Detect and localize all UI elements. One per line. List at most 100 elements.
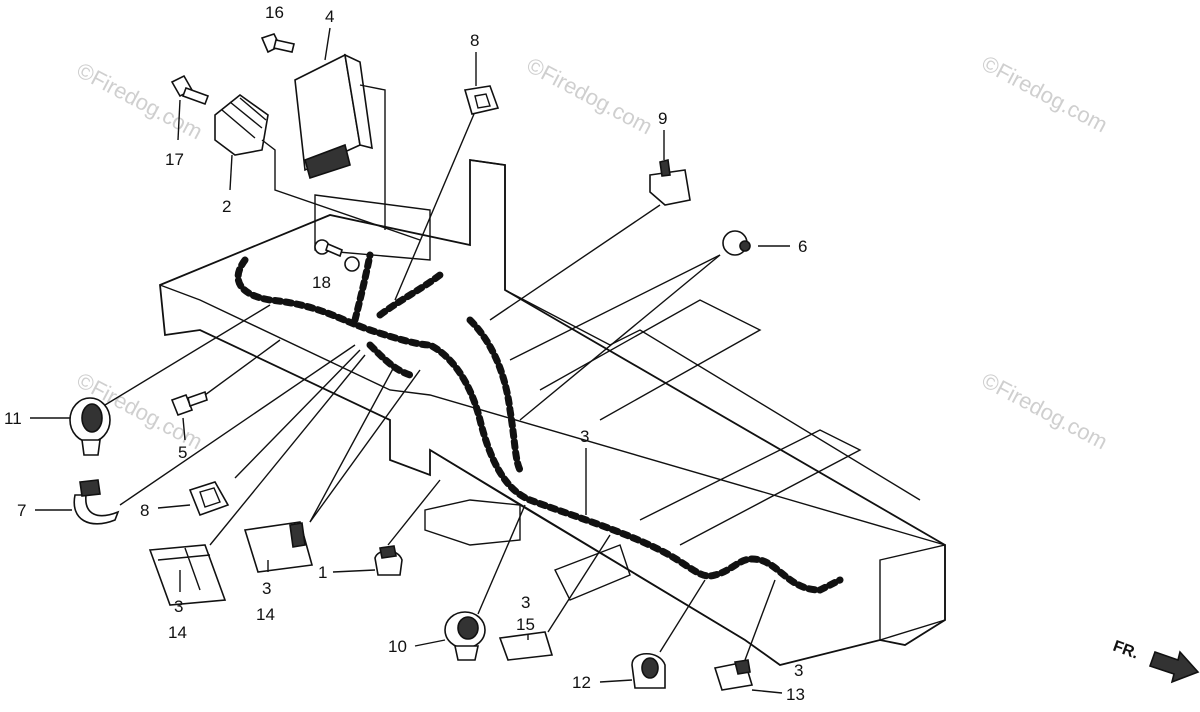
callout-11: 11 [4, 409, 22, 428]
leader-5 [182, 417, 186, 441]
callout-3: 3 [521, 593, 530, 612]
callout-1: 1 [318, 563, 327, 582]
leader-6-b [519, 254, 721, 421]
leader-13 [751, 689, 783, 694]
ring-terminal [344, 256, 360, 272]
callout-5: 5 [178, 443, 187, 462]
bolt-shaft [181, 86, 210, 106]
leader-9-to-harness [489, 204, 661, 321]
holder-clip [289, 522, 306, 548]
callout-12: 12 [572, 673, 591, 692]
frame-cross-member-2 [639, 429, 862, 546]
leader-17 [177, 99, 181, 141]
part-15-holder [498, 534, 611, 661]
part-13-holder [713, 579, 783, 694]
callout-4: 4 [325, 7, 334, 26]
leader-4-mount [359, 84, 386, 230]
bolt-shaft [273, 39, 295, 53]
leader-1 [332, 569, 376, 573]
leader-8b [157, 504, 191, 509]
clip-body [649, 169, 691, 206]
leader-2-mount [261, 139, 421, 241]
frame-rail-inner [504, 289, 921, 501]
fin-lines [221, 97, 267, 139]
connector-body [463, 85, 500, 115]
leader-14a-to-harness [209, 354, 366, 546]
part-6-nut [509, 230, 790, 421]
clamp-band [73, 494, 120, 525]
callout-15: 15 [516, 615, 535, 634]
holder-body [498, 631, 554, 661]
harness-branch-down [366, 341, 414, 379]
part-8-connector-top [394, 52, 500, 301]
part-14-holder-left [148, 354, 366, 606]
callout-8: 8 [470, 31, 479, 50]
callout-3: 3 [580, 427, 589, 446]
leader-2 [229, 154, 233, 191]
part-11-grommet [30, 304, 271, 456]
callout-14: 14 [168, 623, 187, 642]
bolt-shaft [187, 390, 208, 408]
part-4-control-module [294, 27, 386, 230]
callout-3: 3 [794, 661, 803, 680]
frame-bracket [314, 194, 431, 261]
callout-9: 9 [658, 109, 667, 128]
watermark: ©Firedog.com [523, 52, 657, 139]
bolt-shaft [325, 242, 343, 258]
callout-3: 3 [174, 597, 183, 616]
leader-14b-to-harness-a [309, 369, 421, 523]
holder-detail [157, 547, 211, 591]
callout-6: 6 [798, 237, 807, 256]
frame-post [469, 159, 506, 290]
leader-12-to-harness [659, 579, 706, 653]
frame-top-edge [159, 284, 946, 546]
leader-1-to-frame [387, 479, 441, 546]
callout-10: 10 [388, 637, 407, 656]
part-2-regulator [214, 93, 421, 241]
callout-labels: 16 4 8 17 2 9 6 18 11 5 7 8 3 1 3 14 3 1… [4, 3, 807, 704]
callout-2: 2 [222, 197, 231, 216]
part-7-band-clamp [35, 344, 356, 525]
leader-12 [599, 679, 633, 683]
part-10-grommet [414, 504, 526, 661]
leader-10-to-harness [477, 504, 526, 615]
leader-7-to-harness [119, 344, 356, 506]
wire-harness [234, 251, 844, 594]
leader-11-to-harness [104, 304, 271, 406]
connector-detail [199, 487, 221, 508]
leader-5-to-frame [204, 339, 281, 396]
clip-top [379, 545, 397, 559]
arrow-right-icon [1148, 650, 1200, 684]
grommet-base [454, 645, 479, 661]
nut-inner [739, 240, 751, 252]
part-12-grommet [599, 579, 706, 689]
callout-16: 16 [265, 3, 284, 22]
connector-detail [474, 93, 491, 109]
leader-15-to-harness [547, 534, 611, 633]
callout-3: 3 [262, 579, 271, 598]
part-8-connector-lower [157, 349, 361, 517]
module-connector [304, 143, 351, 180]
watermark: ©Firedog.com [73, 57, 207, 144]
direction-label: FR. [1111, 638, 1141, 663]
leader-14b-to-harness-b [309, 364, 396, 523]
callout-7: 7 [17, 501, 26, 520]
part-9-clip [489, 130, 691, 321]
grommet-center [81, 403, 103, 433]
clip-tab [659, 159, 671, 177]
grommet-center [457, 616, 479, 640]
regulator-fins [214, 93, 269, 156]
leader-10 [414, 639, 446, 647]
part-1-clip [332, 479, 441, 576]
leader-4 [324, 27, 331, 61]
holder-body [148, 544, 227, 606]
harness-branch-right [376, 271, 444, 319]
part-16-bolt [260, 33, 295, 54]
leader-8b-to-harness [234, 349, 361, 479]
callout-18: 18 [312, 273, 331, 292]
part-17-bolt [170, 74, 210, 141]
harness-main [234, 256, 844, 594]
watermark: ©Firedog.com [978, 50, 1112, 137]
clamp-lock [79, 479, 101, 497]
